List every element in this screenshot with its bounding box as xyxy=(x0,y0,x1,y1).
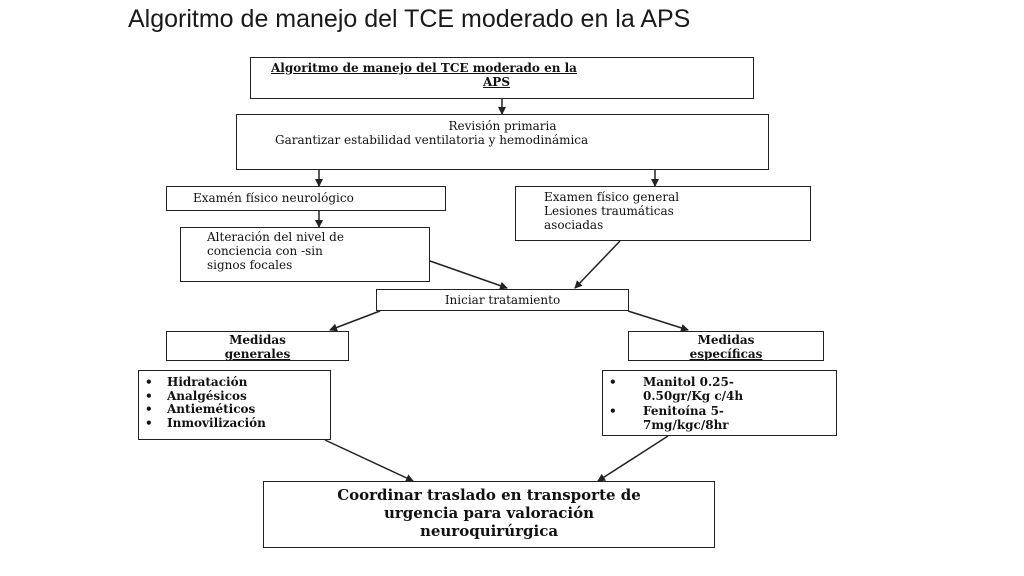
general-exam-line-2: Lesiones traumáticas xyxy=(544,204,674,218)
slide-title: Algoritmo de manejo del TCE moderado en … xyxy=(128,5,691,33)
alteration-line-2: conciencia con -sin xyxy=(207,244,323,258)
header-line-2: APS xyxy=(483,75,510,89)
neuro-exam-label: Examén físico neurológico xyxy=(193,191,354,205)
primary-review-box: Revisión primaria Garantizar estabilidad… xyxy=(236,114,769,170)
primary-review-detail: Garantizar estabilidad ventilatoria y he… xyxy=(275,133,589,147)
general-measures-line-1: Medidas xyxy=(229,333,286,347)
general-exam-line-3: asociadas xyxy=(544,218,604,232)
start-treatment-box: Iniciar tratamiento xyxy=(376,289,629,311)
arrow-treatment-to-general-measures xyxy=(329,310,381,332)
transfer-line-2: urgencia para valoración xyxy=(383,504,595,522)
arrow-treatment-to-specific-measures xyxy=(627,310,689,332)
specific-measures-line-2: específicas xyxy=(689,347,763,361)
transfer-line-1: Coordinar traslado en transporte de xyxy=(337,486,641,504)
specific-measures-list: Manitol 0.25- 0.50gr/Kg c/4h Fenitoína 5… xyxy=(603,375,836,432)
list-item: Analgésicos xyxy=(139,389,330,404)
arrow-general-to-treatment xyxy=(574,240,621,289)
specific-measures-line-1: Medidas xyxy=(697,333,755,347)
primary-review-title: Revisión primaria xyxy=(448,119,557,133)
arrow-alteration-to-treatment xyxy=(429,260,508,290)
general-measures-box: Medidas generales xyxy=(166,331,349,361)
transfer-line-3: neuroquirúrgica xyxy=(419,522,559,540)
list-item: Manitol 0.25- 0.50gr/Kg c/4h xyxy=(603,375,836,403)
arrow-specific-list-to-transfer xyxy=(597,435,669,482)
list-item: Fenitoína 5- 7mg/kgc/8hr xyxy=(603,404,836,432)
general-measures-line-2: generales xyxy=(224,347,291,361)
transfer-box: Coordinar traslado en transporte de urge… xyxy=(263,481,715,548)
general-measures-list: Hidratación Analgésicos Antieméticos Inm… xyxy=(139,375,330,431)
list-item: Hidratación xyxy=(139,375,330,390)
general-measures-list-box: Hidratación Analgésicos Antieméticos Inm… xyxy=(138,370,331,440)
arrow-general-list-to-transfer xyxy=(324,439,414,482)
specific-measures-box: Medidas específicas xyxy=(628,331,824,361)
alteration-line-3: signos focales xyxy=(207,258,293,272)
alteration-line-1: Alteración del nivel de xyxy=(207,230,344,244)
general-exam-box: Examen físico general Lesiones traumátic… xyxy=(515,186,811,241)
list-item: Inmovilización xyxy=(139,416,330,431)
general-exam-line-1: Examen físico general xyxy=(544,190,680,204)
list-item: Antieméticos xyxy=(139,402,330,417)
header-box: Algoritmo de manejo del TCE moderado en … xyxy=(250,57,754,99)
specific-measures-list-box: Manitol 0.25- 0.50gr/Kg c/4h Fenitoína 5… xyxy=(602,370,837,436)
neuro-exam-box: Examén físico neurológico xyxy=(166,186,446,211)
start-treatment-label: Iniciar tratamiento xyxy=(444,293,561,307)
header-line-1: Algoritmo de manejo del TCE moderado en … xyxy=(271,61,577,75)
alteration-box: Alteración del nivel de conciencia con -… xyxy=(180,227,430,282)
